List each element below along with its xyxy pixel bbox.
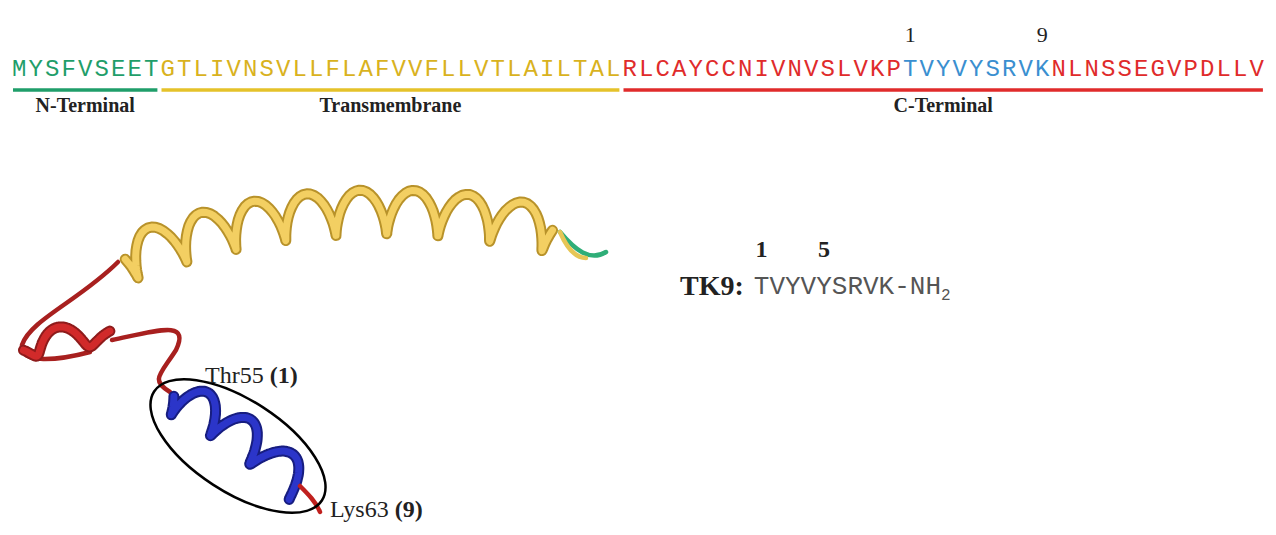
residue-number: (9) — [395, 496, 423, 523]
sequence-segment: NLNSSEGVPDLLV — [1052, 56, 1267, 83]
residue-label: Thr55 — [205, 362, 264, 389]
peptide-name: TK9: — [680, 270, 744, 302]
residue-number: (1) — [270, 362, 298, 389]
position-number: 1 — [756, 236, 768, 263]
segment-underline — [162, 88, 620, 92]
sequence-segment: TVYVYSRVK — [903, 56, 1052, 83]
sequence-line: MYSFVSEETGTLIVNSVLLFLAFVVFLLVTLAILTALRLC… — [12, 56, 1266, 84]
sequence-segment: RLCAYCCNIVNVSLVKP — [623, 56, 904, 83]
sequence-segment: GTLIVNSVLLFLAFVVFLLVTLAILTAL — [161, 56, 623, 83]
region-label: N-Terminal — [36, 94, 135, 117]
position-number: 5 — [818, 236, 830, 263]
segment-underline — [624, 88, 1263, 92]
residue-label: Lys63 — [330, 496, 389, 523]
subscript: 2 — [941, 287, 951, 305]
region-label: C-Terminal — [894, 94, 993, 117]
region-label: Transmembrane — [320, 94, 462, 117]
residue-number: 9 — [1037, 22, 1048, 48]
sequence-segment: MYSFVSEET — [12, 56, 161, 83]
peptide-sequence-text: TVYVYSRVK-NH — [754, 272, 941, 302]
peptide-sequence: TVYVYSRVK-NH2 — [754, 272, 951, 305]
segment-underline — [13, 88, 157, 92]
residue-number: 1 — [905, 22, 916, 48]
highlight-ellipse — [129, 353, 347, 535]
